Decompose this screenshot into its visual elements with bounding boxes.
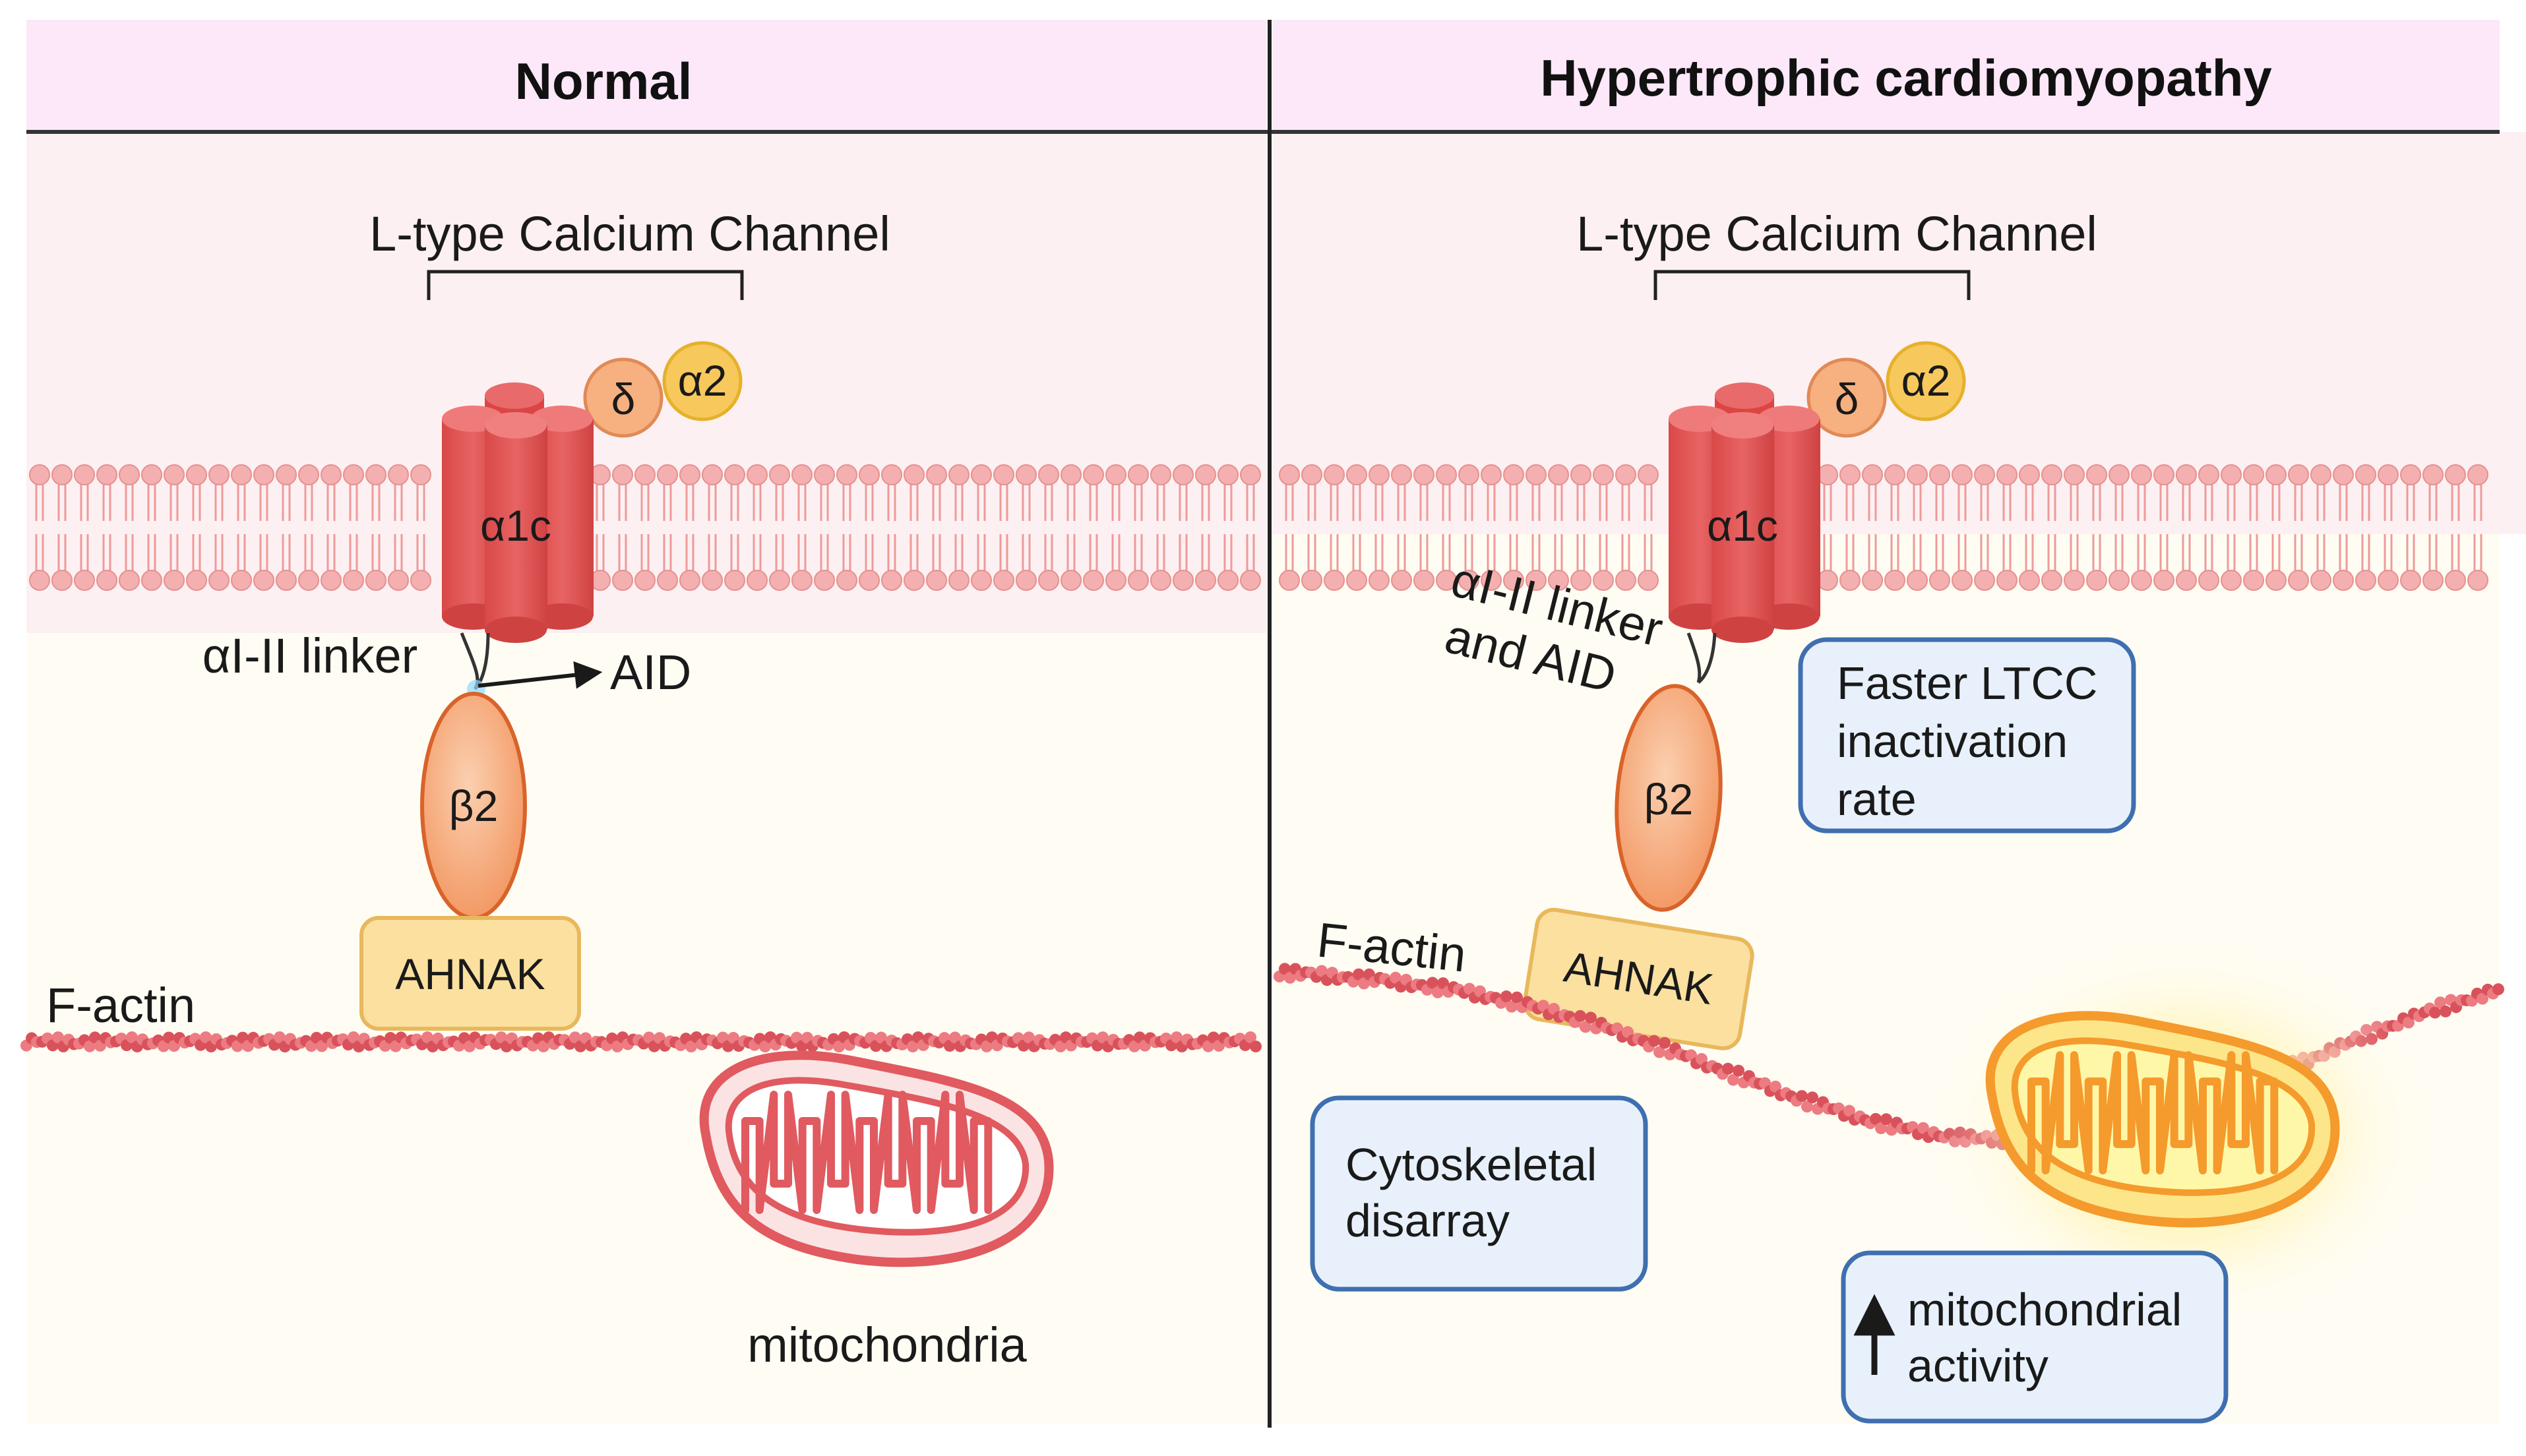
delta-label: δ	[1835, 375, 1859, 423]
channel-bracket-normal	[427, 270, 744, 300]
mito-label-normal: mitochondria	[747, 1318, 1028, 1372]
beta2-label-normal: β2	[449, 781, 499, 830]
hcm-title: Hypertrophic cardiomyopathy	[1540, 49, 2272, 107]
alpha1c-label: α1c	[480, 501, 551, 550]
delta-subunit	[1806, 357, 1887, 438]
lipid-bilayer-hcm	[1279, 464, 2488, 591]
alpha1c-channel-normal: α1c	[442, 382, 594, 643]
linker-label-normal: αI-II linker	[202, 628, 418, 683]
cytoskeletal-disarray-box: Cytoskeletal disarray	[1310, 1095, 1648, 1292]
mitochondrion-normal	[699, 1050, 1054, 1267]
channel-label-normal: L-type Calcium Channel	[369, 206, 890, 261]
channel-label-hcm: L-type Calcium Channel	[1576, 206, 2097, 261]
svg-text:inactivation: inactivation	[1837, 715, 2068, 767]
alpha2-subunit	[1886, 341, 1966, 421]
header-band-normal	[26, 20, 1266, 132]
beta2-subunit-hcm	[1615, 684, 1723, 912]
linker-loop-hcm	[1686, 632, 1717, 684]
svg-text:rate: rate	[1837, 774, 1917, 825]
delta-label: δ	[611, 375, 636, 423]
delta-alpha2-subunits-hcm: δ α2	[1806, 341, 1966, 438]
ahnak-box-normal	[359, 916, 581, 1031]
mito-activity-box: mitochondrial activity	[1841, 1250, 2229, 1424]
factin-label-normal: F-actin	[46, 978, 195, 1033]
delta-alpha2-subunits-normal: δ α2	[583, 341, 743, 438]
ltcc-inactivation-box: Faster LTCC inactivation rate	[1798, 637, 2136, 834]
svg-text:Faster LTCC: Faster LTCC	[1837, 657, 2097, 709]
delta-subunit	[583, 357, 663, 438]
alpha2-subunit	[662, 341, 743, 421]
svg-text:activity: activity	[1907, 1340, 2049, 1391]
normal-title: Normal	[515, 52, 693, 110]
alpha1c-label: α1c	[1707, 501, 1778, 550]
mitochondrion-hcm	[1985, 1011, 2340, 1228]
beta2-label-hcm: β2	[1644, 775, 1694, 824]
alpha2-label: α2	[1901, 356, 1951, 405]
header-band-hcm	[1273, 20, 2500, 132]
channel-bracket-hcm	[1653, 270, 1971, 300]
alpha2-label: α2	[678, 356, 727, 405]
aid-label: AID	[610, 645, 691, 700]
lipid-bilayer-normal	[29, 464, 1261, 591]
svg-text:disarray: disarray	[1345, 1195, 1510, 1246]
ahnak-label-normal: AHNAK	[395, 950, 545, 998]
svg-text:mitochondrial: mitochondrial	[1907, 1284, 2182, 1335]
aid-arrow	[477, 661, 603, 689]
svg-text:Cytoskeletal: Cytoskeletal	[1345, 1139, 1597, 1190]
f-actin-filament-normal	[20, 1031, 1262, 1052]
alpha1c-channel-hcm: α1c	[1669, 382, 1820, 643]
